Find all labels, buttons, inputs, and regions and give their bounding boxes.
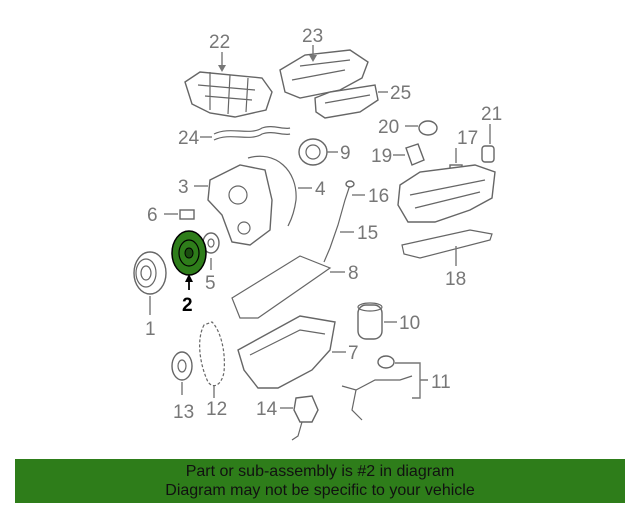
label-7: 7 — [348, 343, 359, 364]
part-4-cover-gasket: 4 — [247, 155, 326, 227]
label-17: 17 — [457, 128, 478, 149]
part-valve-cover — [397, 164, 496, 223]
part-10-oil-filter: 10 — [357, 302, 420, 340]
banner-line-2: Diagram may not be specific to your vehi… — [165, 482, 475, 499]
part-15-dipstick-tube: 15 — [340, 223, 378, 244]
label-2: 2 — [182, 295, 193, 316]
part-16-dipstick: 16 — [323, 180, 389, 263]
part-12-timing-chain: 12 — [199, 321, 227, 420]
label-24: 24 — [178, 128, 200, 149]
label-5: 5 — [205, 273, 216, 294]
part-5-washer: 5 — [202, 232, 220, 294]
label-1: 1 — [145, 319, 156, 340]
part-18-valve-cover-gasket: 18 — [401, 229, 493, 290]
engine-parts-diagram: 22 23 25 24 9 20 19 — [133, 26, 502, 441]
part-24-intake-gasket: 24 — [178, 125, 291, 149]
label-14: 14 — [256, 399, 278, 420]
part-25-fuel-rail: 25 — [314, 83, 411, 119]
label-22: 22 — [209, 32, 230, 53]
part-8-oil-pan-gasket: 8 — [231, 255, 359, 319]
banner-line-1: Part or sub-assembly is #2 in diagram — [185, 463, 455, 480]
part-23-upper-manifold: 23 — [279, 26, 369, 99]
label-6: 6 — [147, 205, 158, 226]
label-23: 23 — [302, 26, 323, 47]
label-20: 20 — [378, 117, 399, 138]
label-8: 8 — [348, 263, 359, 284]
info-banner: Part or sub-assembly is #2 in diagram Di… — [15, 459, 625, 503]
part-2-highlighted-gear: 2 — [171, 230, 207, 316]
part-14-oil-pump: 14 — [256, 395, 319, 441]
part-7-oil-pan: 7 — [237, 315, 359, 389]
label-9: 9 — [340, 143, 351, 164]
label-15: 15 — [357, 223, 378, 244]
label-21: 21 — [481, 104, 502, 125]
part-22-intake-manifold: 22 — [184, 32, 273, 118]
part-11-tube-assembly: 11 — [341, 355, 451, 421]
part-1-pulley: 1 — [133, 251, 167, 340]
label-12: 12 — [206, 399, 227, 420]
label-18: 18 — [445, 269, 466, 290]
part-6-bolt: 6 — [147, 205, 195, 226]
label-10: 10 — [399, 313, 420, 334]
part-19-breather-tube: 19 — [371, 143, 425, 167]
label-13: 13 — [173, 402, 194, 423]
part-13-crank-sprocket: 13 — [171, 351, 194, 423]
label-3: 3 — [178, 177, 189, 198]
part-3-timing-cover: 3 — [178, 164, 273, 246]
label-16: 16 — [368, 186, 389, 207]
label-25: 25 — [390, 83, 411, 104]
label-4: 4 — [315, 179, 326, 200]
part-21-sensor: 21 — [481, 104, 502, 163]
part-9-seal: 9 — [298, 138, 351, 166]
label-19: 19 — [371, 146, 392, 167]
label-11: 11 — [431, 372, 451, 393]
part-20-cap: 20 — [378, 117, 438, 138]
